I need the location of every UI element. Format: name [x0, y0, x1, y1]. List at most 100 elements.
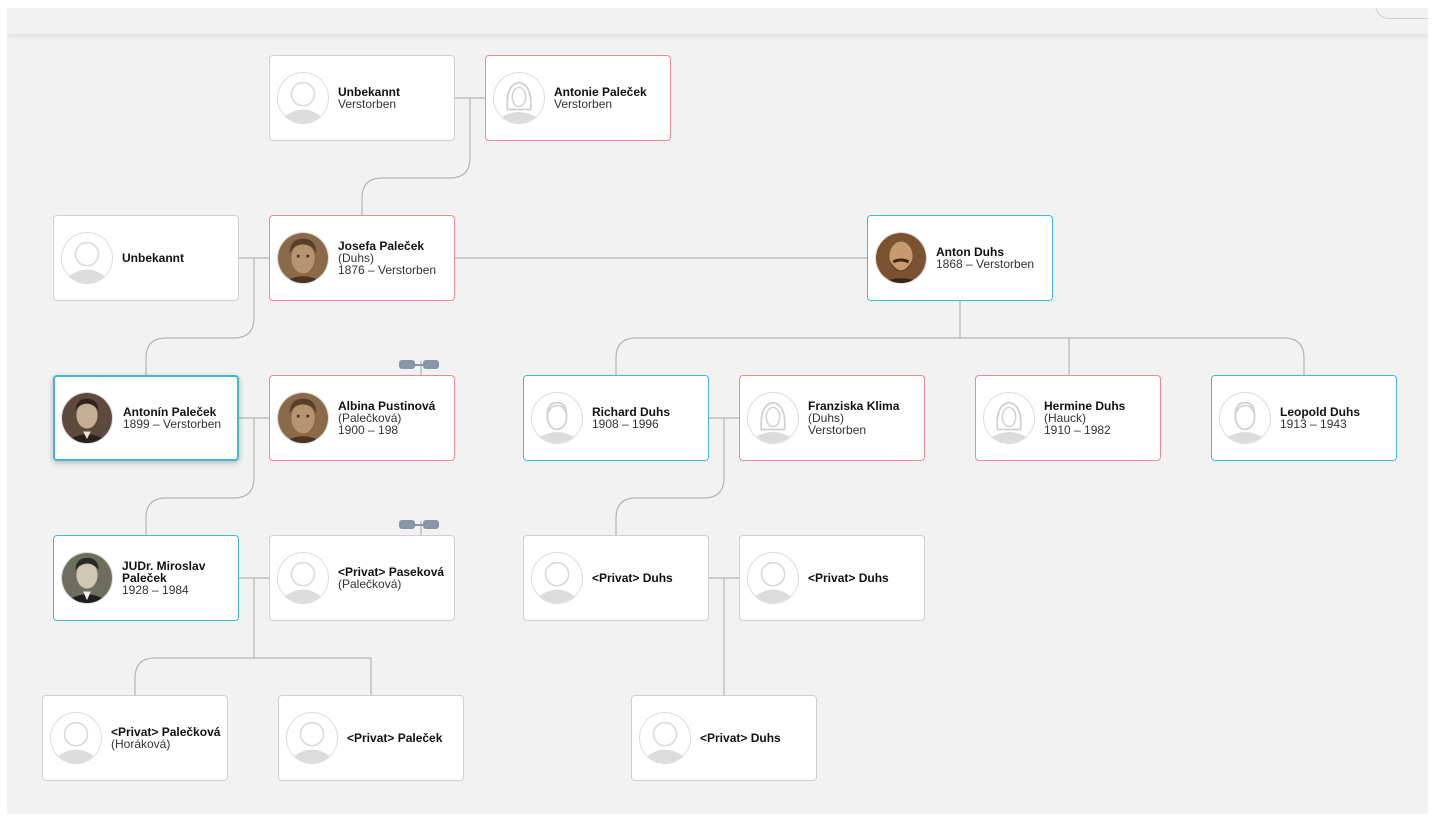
- person-lifespan: Verstorben: [338, 97, 397, 111]
- person-lifespan: Verstorben: [554, 97, 613, 111]
- person-name: <Privat> Duhs: [700, 731, 781, 745]
- tree-connector-line: [134, 657, 156, 695]
- person-card-privat-palecek-horakova[interactable]: <Privat> Palečková(Horáková): [42, 695, 228, 781]
- person-info: Albina Pustinová(Palečková)1900 – 198: [338, 376, 448, 460]
- placeholder-icon: [50, 712, 102, 764]
- male-placeholder-icon: [1219, 392, 1271, 444]
- person-name: <Privat> Palečková: [111, 725, 221, 739]
- person-name: <Privat> Duhs: [808, 571, 889, 585]
- person-card-unbekannt-2[interactable]: Unbekannt: [53, 215, 239, 301]
- person-card-privat-duhs-1[interactable]: <Privat> Duhs: [523, 535, 709, 621]
- tree-connector-line: [145, 258, 255, 375]
- female-placeholder-icon: [747, 392, 799, 444]
- tree-connector-line: [145, 418, 255, 535]
- placeholder-icon: [531, 552, 583, 604]
- person-lifespan: 1900 – 198: [338, 423, 399, 437]
- person-name: JUDr. Miroslav Paleček: [122, 559, 206, 585]
- spouse-switch-icon[interactable]: [399, 358, 443, 372]
- placeholder-icon: [277, 72, 329, 124]
- person-name: Josefa Paleček: [338, 239, 425, 253]
- person-name: Leopold Duhs: [1280, 405, 1360, 419]
- tree-connector-line: [615, 418, 725, 535]
- person-info: <Privat> Duhs: [592, 536, 702, 620]
- person-lifespan: Verstorben: [808, 423, 867, 437]
- person-birth-name: (Horáková): [111, 737, 171, 751]
- portrait-photo-man: [61, 392, 113, 444]
- person-birth-name: (Duhs): [808, 411, 845, 425]
- person-info: <Privat> Duhs: [808, 536, 918, 620]
- person-name: Franziska Klima: [808, 399, 900, 413]
- placeholder-icon: [286, 712, 338, 764]
- person-card-privat-palecek[interactable]: <Privat> Paleček: [278, 695, 464, 781]
- person-info: Hermine Duhs(Hauck)1910 – 1982: [1044, 376, 1154, 460]
- person-info: Josefa Paleček(Duhs)1876 – Verstorben: [338, 216, 448, 300]
- person-birth-name: (Hauck): [1044, 411, 1087, 425]
- person-name: Hermine Duhs: [1044, 399, 1126, 413]
- placeholder-icon: [61, 232, 113, 284]
- portrait-photo-young-man: [61, 552, 113, 604]
- spouse-switch-icon[interactable]: [399, 518, 443, 532]
- person-info: Unbekannt: [122, 216, 232, 300]
- person-name: Albina Pustinová: [338, 399, 436, 413]
- person-card-hermine-duhs[interactable]: Hermine Duhs(Hauck)1910 – 1982: [975, 375, 1161, 461]
- person-card-privat-duhs-2[interactable]: <Privat> Duhs: [739, 535, 925, 621]
- person-lifespan: 1876 – Verstorben: [338, 263, 437, 277]
- person-lifespan: 1928 – 1984: [122, 583, 189, 597]
- person-info: <Privat> Palečková(Horáková): [111, 696, 221, 780]
- female-placeholder-icon: [983, 392, 1035, 444]
- person-name: Anton Duhs: [936, 245, 1004, 259]
- person-name: <Privat> Duhs: [592, 571, 673, 585]
- person-info: <Privat> Duhs: [700, 696, 810, 780]
- person-card-josefa-palecek[interactable]: Josefa Paleček(Duhs)1876 – Verstorben: [269, 215, 455, 301]
- person-birth-name: (Palečková): [338, 577, 402, 591]
- person-lifespan: 1908 – 1996: [592, 417, 659, 431]
- person-name: <Privat> Paseková: [338, 565, 445, 579]
- person-lifespan: 1868 – Verstorben: [936, 257, 1035, 271]
- person-lifespan: 1910 – 1982: [1044, 423, 1111, 437]
- person-card-albina-pustinova[interactable]: Albina Pustinová(Palečková)1900 – 198: [269, 375, 455, 461]
- placeholder-icon: [277, 552, 329, 604]
- person-name: Unbekannt: [338, 85, 401, 99]
- person-lifespan: 1913 – 1943: [1280, 417, 1347, 431]
- person-name: Richard Duhs: [592, 405, 671, 419]
- portrait-photo-woman: [277, 232, 329, 284]
- female-placeholder-icon: [493, 72, 545, 124]
- person-lifespan: 1899 – Verstorben: [123, 417, 222, 431]
- male-placeholder-icon: [531, 392, 583, 444]
- person-card-franziska-klima[interactable]: Franziska Klima(Duhs)Verstorben: [739, 375, 925, 461]
- person-birth-name: (Duhs): [338, 251, 375, 265]
- person-card-privat-duhs-3[interactable]: <Privat> Duhs: [631, 695, 817, 781]
- placeholder-icon: [747, 552, 799, 604]
- person-info: <Privat> Paseková(Palečková): [338, 536, 448, 620]
- person-card-privat-pasekova[interactable]: <Privat> Paseková(Palečková): [269, 535, 455, 621]
- tree-connectors: [134, 97, 1305, 696]
- placeholder-icon: [639, 712, 691, 764]
- portrait-photo-woman: [277, 392, 329, 444]
- person-name: Unbekannt: [122, 251, 185, 265]
- tree-connector-line: [615, 337, 637, 375]
- tree-connector-line: [1283, 337, 1305, 375]
- portrait-photo-bearded-man: [875, 232, 927, 284]
- person-info: Franziska Klima(Duhs)Verstorben: [808, 376, 918, 460]
- person-name: <Privat> Paleček: [347, 731, 443, 745]
- person-name: Antonín Paleček: [123, 405, 217, 419]
- tree-connector-line: [361, 98, 471, 215]
- person-info: <Privat> Paleček: [347, 696, 457, 780]
- top-toolbar: [7, 8, 1428, 35]
- person-birth-name: (Palečková): [338, 411, 402, 425]
